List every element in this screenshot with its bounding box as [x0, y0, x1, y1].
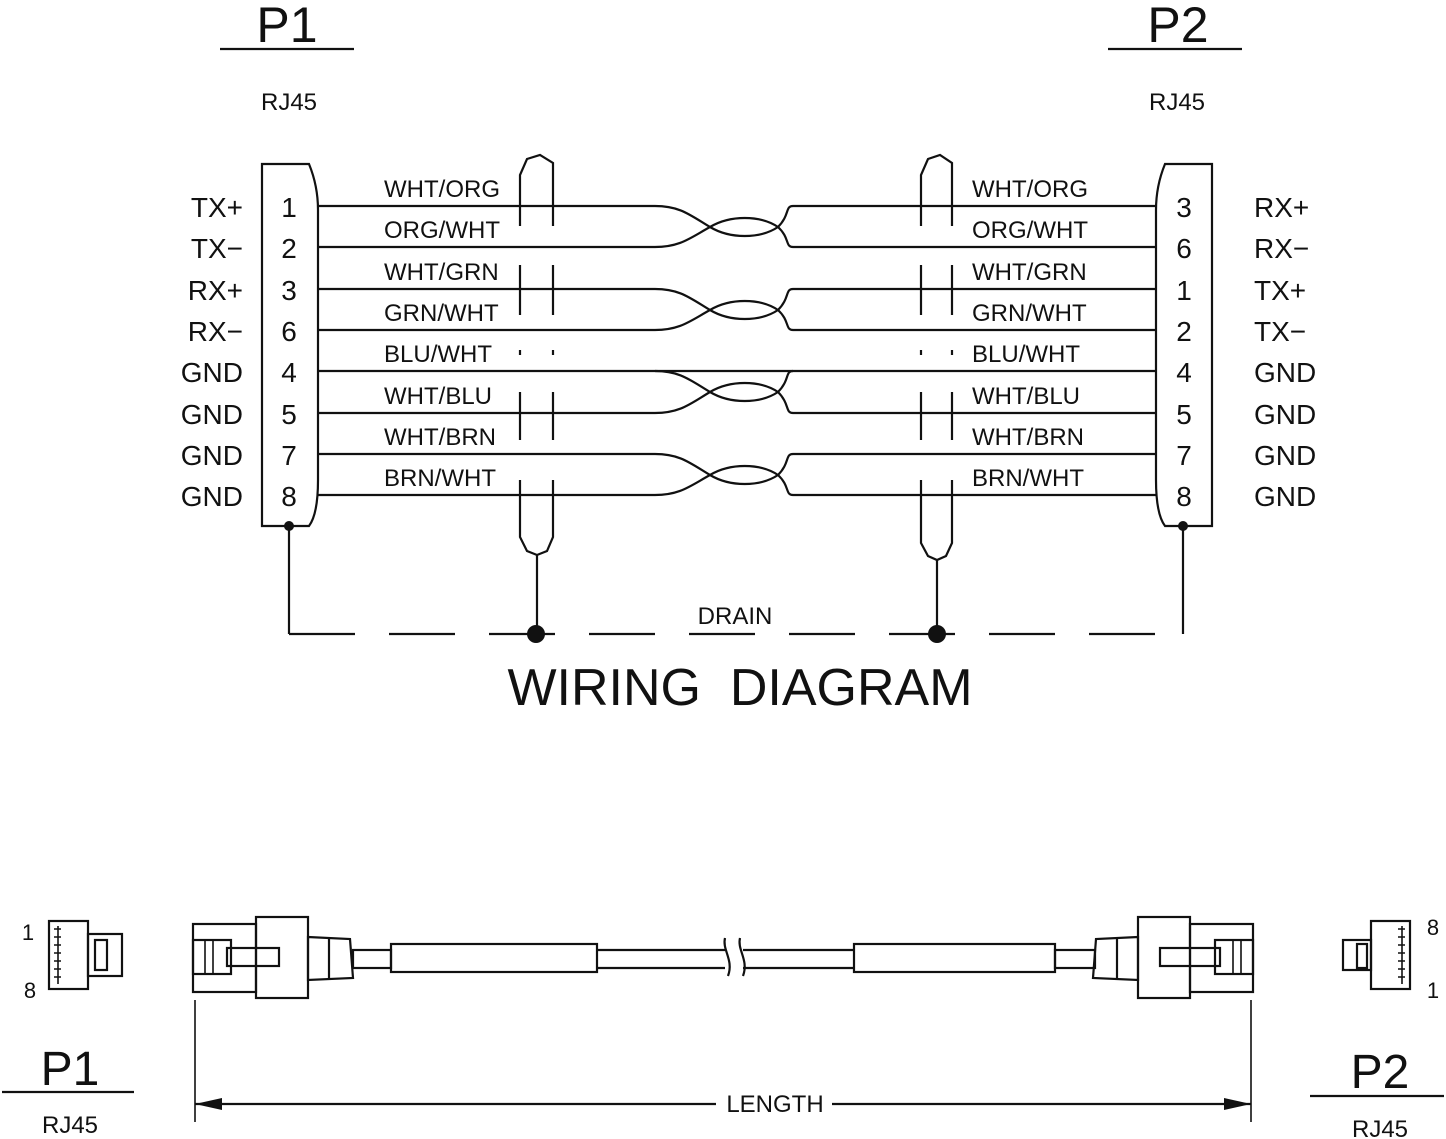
- p1-signal-label: RX+: [188, 275, 243, 306]
- bottom-p2-type: RJ45: [1352, 1116, 1408, 1139]
- p1-signal-label: GND: [181, 481, 243, 512]
- bottom-p1-title: P1: [41, 1043, 100, 1096]
- p1-signal-label: GND: [181, 357, 243, 388]
- bottom-p1-type: RJ45: [42, 1112, 98, 1139]
- p1-signal-label: TX−: [191, 233, 243, 264]
- junction-dot: [284, 521, 294, 531]
- p1-signal-label: GND: [181, 440, 243, 471]
- bottom-p2-title: P2: [1351, 1046, 1410, 1099]
- junction-dot: [527, 625, 545, 643]
- left-shield-symbol: [518, 153, 555, 557]
- p2-pin-number: 4: [1176, 357, 1192, 388]
- p2-signal-label: GND: [1254, 481, 1316, 512]
- drain-line: [284, 521, 1188, 643]
- p2-signal-label: RX−: [1254, 233, 1309, 264]
- twist: [654, 452, 794, 485]
- p2-wire-color-label: WHT/BLU: [972, 383, 1080, 410]
- p2-pin-bottom: 1: [1427, 978, 1439, 1003]
- p1-pin-number: 8: [281, 481, 297, 512]
- p1-wire-color-label: WHT/ORG: [384, 176, 500, 203]
- p2-wire-color-label: WHT/BRN: [972, 424, 1084, 451]
- p2-connector-end-view: [1341, 919, 1412, 991]
- arrowhead-left: [195, 1098, 222, 1110]
- p1-wire-color-label: WHT/BRN: [384, 424, 496, 451]
- p2-connector-body: [1154, 162, 1214, 528]
- p1-wire-color-label: ORG/WHT: [384, 217, 500, 244]
- cable-assembly: [191, 915, 1255, 1000]
- junction-dot: [928, 625, 946, 643]
- p2-signal-label: RX+: [1254, 192, 1309, 223]
- length-label: LENGTH: [726, 1091, 823, 1118]
- twist: [654, 300, 794, 332]
- p1-wire-color-label: WHT/BLU: [384, 383, 492, 410]
- p2-wire-color-label: WHT/GRN: [972, 259, 1087, 286]
- twist: [654, 382, 794, 415]
- p1-pin-number: 4: [281, 357, 297, 388]
- p1-pin-number: 3: [281, 275, 297, 306]
- p1-signal-label: RX−: [188, 316, 243, 347]
- p1-connector-end-view: [47, 919, 124, 991]
- p2-wire-color-label: GRN/WHT: [972, 300, 1087, 327]
- p1-pin-number: 6: [281, 316, 297, 347]
- p2-pin-number: 1: [1176, 275, 1192, 306]
- p2-pin-number: 7: [1176, 440, 1192, 471]
- twist: [654, 287, 794, 320]
- p1-pin-number: 2: [281, 233, 297, 264]
- p1-wire-color-label: WHT/GRN: [384, 259, 499, 286]
- p1-wire-color-label: BRN/WHT: [384, 465, 496, 492]
- p2-signal-label: TX+: [1254, 275, 1306, 306]
- p2-wire-color-label: WHT/ORG: [972, 176, 1088, 203]
- wires: [318, 204, 1156, 497]
- p2-pin-number: 6: [1176, 233, 1192, 264]
- p2-wire-color-label: ORG/WHT: [972, 217, 1088, 244]
- p1-pin-number: 7: [281, 440, 297, 471]
- p2-signal-label: GND: [1254, 440, 1316, 471]
- p1-connector-body: [260, 162, 320, 528]
- p1-type: RJ45: [261, 89, 317, 116]
- p2-pin-number: 3: [1176, 192, 1192, 223]
- junction-dot: [1178, 521, 1188, 531]
- arrowhead-right: [1224, 1098, 1251, 1110]
- twisted-pairs: [654, 204, 794, 497]
- p2-pin-top: 8: [1427, 915, 1439, 940]
- p1-pin-top: 1: [22, 920, 34, 945]
- p2-signal-label: GND: [1254, 399, 1316, 430]
- twist: [654, 465, 794, 497]
- p2-pin-number: 5: [1176, 399, 1192, 430]
- twist: [654, 369, 794, 402]
- p1-title: P1: [256, 0, 317, 53]
- p1-wire-color-label: GRN/WHT: [384, 300, 499, 327]
- p1-signal-label: GND: [181, 399, 243, 430]
- p1-wire-color-label: BLU/WHT: [384, 341, 492, 368]
- p2-pin-number: 2: [1176, 316, 1192, 347]
- p2-wire-color-label: BLU/WHT: [972, 341, 1080, 368]
- p2-signal-label: TX−: [1254, 316, 1306, 347]
- p1-pin-number: 5: [281, 399, 297, 430]
- length-dimension: [194, 1000, 1252, 1122]
- diagram-title: WIRING DIAGRAM: [507, 659, 972, 717]
- p1-pin-bottom: 8: [24, 978, 36, 1003]
- p2-wire-color-label: BRN/WHT: [972, 465, 1084, 492]
- p1-pin-number: 1: [281, 192, 297, 223]
- drain-label: DRAIN: [698, 603, 773, 630]
- p2-signal-label: GND: [1254, 357, 1316, 388]
- p1-signal-label: TX+: [191, 192, 243, 223]
- p2-type: RJ45: [1149, 89, 1205, 116]
- p2-pin-number: 8: [1176, 481, 1192, 512]
- twist: [654, 204, 794, 237]
- twist: [654, 217, 794, 249]
- right-shield-symbol: [919, 153, 954, 562]
- p2-title: P2: [1147, 0, 1208, 53]
